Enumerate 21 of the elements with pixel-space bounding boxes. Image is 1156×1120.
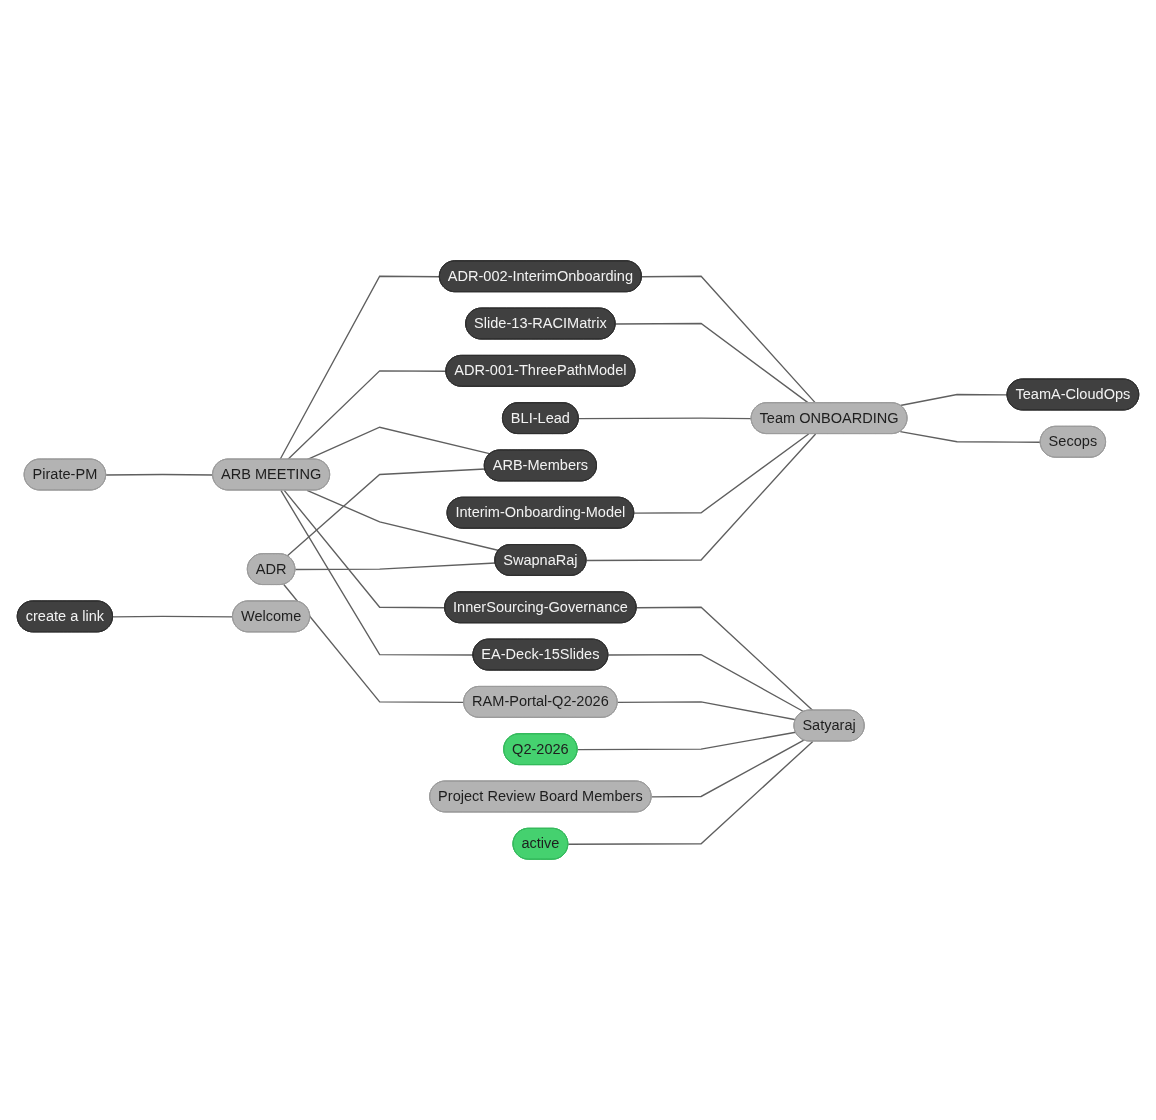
connector bbox=[567, 740, 814, 845]
connector bbox=[650, 739, 805, 798]
connector bbox=[279, 275, 441, 461]
connector bbox=[280, 489, 475, 656]
connector bbox=[633, 433, 810, 514]
connector bbox=[635, 606, 814, 712]
connector bbox=[112, 615, 234, 618]
connector bbox=[607, 653, 805, 713]
connector bbox=[616, 701, 797, 721]
connector bbox=[283, 583, 465, 703]
connector bbox=[286, 468, 486, 557]
connector bbox=[105, 473, 214, 476]
connector bbox=[585, 433, 817, 562]
connector bbox=[899, 430, 1042, 443]
connector bbox=[287, 370, 447, 461]
connector bbox=[283, 489, 446, 609]
connector bbox=[306, 489, 500, 552]
connector bbox=[614, 322, 810, 404]
connector bbox=[578, 417, 753, 420]
connector bbox=[576, 731, 797, 751]
connector bbox=[641, 275, 817, 404]
